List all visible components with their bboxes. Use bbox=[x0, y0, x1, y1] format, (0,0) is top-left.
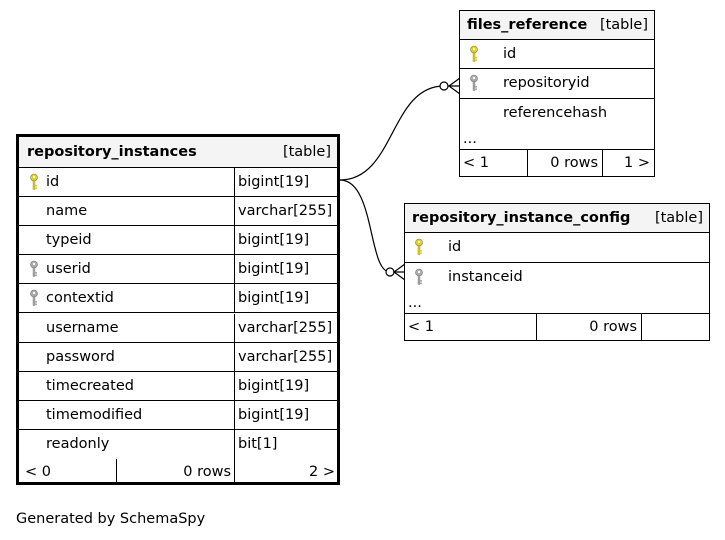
column-name: readonly bbox=[46, 436, 110, 453]
column-row[interactable]: id bbox=[460, 40, 654, 70]
column-row[interactable]: name varchar[255] bbox=[19, 197, 337, 227]
column-row[interactable]: instanceid bbox=[405, 263, 709, 293]
column-type: varchar[255] bbox=[238, 203, 333, 220]
column-row[interactable]: password varchar[255] bbox=[19, 342, 337, 372]
column-type: bigint[19] bbox=[238, 261, 310, 278]
more-columns-ellipsis: ... bbox=[408, 294, 422, 311]
column-name: id bbox=[46, 174, 60, 191]
relation-files-reference-crowfoot bbox=[447, 77, 461, 95]
foreign-key-icon bbox=[415, 268, 423, 285]
rows-count: 0 rows bbox=[183, 464, 231, 480]
column-name: timemodified bbox=[46, 406, 143, 423]
table-name: files_reference bbox=[467, 17, 588, 33]
relation-instance-config bbox=[339, 179, 405, 273]
rows-count: 0 rows bbox=[589, 319, 637, 335]
primary-key-icon bbox=[30, 173, 38, 190]
column-row[interactable]: contextid bigint[19] bbox=[19, 284, 337, 314]
column-name: userid bbox=[46, 261, 91, 278]
column-type: bigint[19] bbox=[238, 290, 310, 307]
table-repository-instances[interactable]: repository_instances [table] id bigint[19… bbox=[16, 134, 340, 485]
rows-count: 0 rows bbox=[550, 155, 598, 171]
column-name: password bbox=[46, 348, 115, 365]
table-footer: < 1 0 rows bbox=[405, 314, 709, 340]
parents-count[interactable]: < 1 bbox=[408, 319, 434, 335]
relation-instance-config-zero-marker bbox=[385, 267, 395, 277]
column-type: bigint[19] bbox=[238, 406, 310, 423]
column-type: bit[1] bbox=[238, 436, 278, 453]
column-row[interactable]: readonly bit[1] bbox=[19, 429, 337, 459]
more-columns-ellipsis: ... bbox=[463, 130, 477, 147]
column-row[interactable]: timecreated bigint[19] bbox=[19, 371, 337, 401]
table-header: repository_instance_config [table] bbox=[405, 204, 709, 233]
table-name: repository_instances bbox=[27, 144, 197, 160]
column-name: username bbox=[46, 319, 119, 336]
table-ellipsis-row: ... bbox=[405, 292, 709, 314]
column-row[interactable]: userid bigint[19] bbox=[19, 255, 337, 285]
column-type: bigint[19] bbox=[238, 377, 310, 394]
table-ellipsis-row: ... bbox=[460, 128, 654, 150]
relation-files-reference bbox=[339, 85, 460, 181]
table-kind-label: [table] bbox=[599, 17, 648, 33]
column-row[interactable]: timemodified bigint[19] bbox=[19, 400, 337, 430]
column-type: bigint[19] bbox=[238, 232, 310, 249]
foreign-key-icon bbox=[470, 75, 478, 92]
column-name: referencehash bbox=[503, 105, 608, 122]
column-type: varchar[255] bbox=[238, 348, 333, 365]
primary-key-icon bbox=[470, 45, 478, 62]
column-row[interactable]: typeid bigint[19] bbox=[19, 226, 337, 256]
column-row[interactable]: id bigint[19] bbox=[19, 168, 337, 198]
column-row[interactable]: referencehash bbox=[460, 99, 654, 128]
relation-instance-config-crowfoot bbox=[392, 263, 406, 281]
foreign-key-icon bbox=[30, 290, 38, 307]
column-name: instanceid bbox=[448, 269, 523, 286]
table-repository-instance-config[interactable]: repository_instance_config [table] id ins… bbox=[404, 203, 710, 341]
table-name: repository_instance_config bbox=[412, 210, 631, 226]
column-name: timecreated bbox=[46, 377, 134, 394]
parents-count[interactable]: < 1 bbox=[463, 155, 489, 171]
primary-key-icon bbox=[415, 238, 423, 255]
table-header: repository_instances [table] bbox=[19, 137, 337, 168]
table-kind-label: [table] bbox=[654, 210, 703, 226]
column-type: varchar[255] bbox=[238, 319, 333, 336]
table-files-reference[interactable]: files_reference [table] id repositoryid re… bbox=[459, 10, 655, 177]
relation-files-reference-zero-marker bbox=[439, 81, 449, 91]
generated-by-label: Generated by SchemaSpy bbox=[16, 511, 206, 527]
column-row[interactable]: username varchar[255] bbox=[19, 313, 337, 343]
column-name: typeid bbox=[46, 232, 92, 249]
table-kind-label: [table] bbox=[282, 144, 331, 160]
table-footer: < 0 0 rows 2 > bbox=[19, 459, 337, 485]
column-name: repositoryid bbox=[503, 75, 590, 92]
column-name: name bbox=[46, 203, 88, 220]
column-name: id bbox=[503, 46, 517, 63]
table-header: files_reference [table] bbox=[460, 11, 654, 40]
parents-count[interactable]: < 0 bbox=[25, 464, 51, 480]
table-footer: < 1 0 rows 1 > bbox=[460, 150, 654, 176]
column-name: id bbox=[448, 239, 462, 256]
column-row[interactable]: repositoryid bbox=[460, 69, 654, 99]
children-count[interactable]: 1 > bbox=[624, 155, 650, 171]
column-type: bigint[19] bbox=[238, 174, 310, 191]
foreign-key-icon bbox=[30, 261, 38, 278]
children-count[interactable]: 2 > bbox=[309, 464, 335, 480]
column-name: contextid bbox=[46, 290, 114, 307]
column-row[interactable]: id bbox=[405, 233, 709, 263]
